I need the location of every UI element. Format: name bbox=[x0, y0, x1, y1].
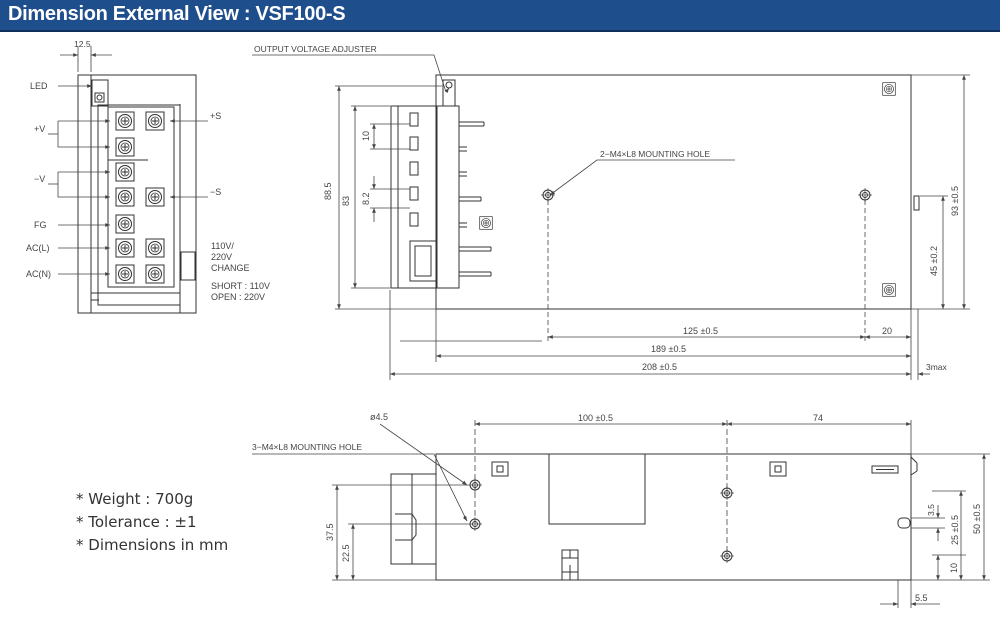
front-view-text: 12.5 LED +V −V FG AC(L) AC(N) +S −S 110V… bbox=[26, 39, 270, 302]
note-dimensions: * Dimensions in mm bbox=[76, 536, 229, 554]
dim-10: 10 bbox=[949, 563, 959, 573]
label-area bbox=[548, 453, 646, 525]
change-line-1: 110V/ bbox=[211, 241, 234, 251]
side-view bbox=[390, 74, 920, 310]
side-view-dims bbox=[252, 54, 970, 380]
screw-icon bbox=[115, 264, 135, 284]
screw-icon bbox=[145, 264, 165, 284]
label-minus-v: −V bbox=[34, 174, 45, 184]
side-view-holes bbox=[479, 82, 896, 297]
open-220v: OPEN : 220V bbox=[211, 292, 265, 302]
screw-icon bbox=[115, 162, 135, 182]
mounting-hole-icon bbox=[540, 187, 556, 203]
screw-icon bbox=[145, 111, 165, 131]
adjuster-housing bbox=[442, 79, 456, 107]
label-ac-l: AC(L) bbox=[26, 243, 50, 253]
dim-3-5: 3.5 bbox=[926, 504, 936, 516]
terminal-block-bottom bbox=[390, 473, 437, 565]
dim-189: 189 ±0.5 bbox=[651, 344, 686, 354]
change-line-3: CHANGE bbox=[211, 263, 250, 273]
side-view-text: OUTPUT VOLTAGE ADJUSTER 2−M4×L8 MOUNTING… bbox=[254, 44, 960, 372]
bottom-view-dims bbox=[252, 420, 990, 608]
page-title: Dimension External View : VSF100-S bbox=[8, 3, 346, 25]
spec-notes: * Weight : 700g * Tolerance : ±1 * Dimen… bbox=[76, 488, 228, 557]
bottom-view-outline bbox=[435, 453, 912, 581]
dim-93: 93 ±0.5 bbox=[950, 186, 960, 216]
bottom-view-text: ø4.5 3−M4×L8 MOUNTING HOLE 100 ±0.5 74 3… bbox=[252, 412, 982, 603]
dim-25: 25 ±0.5 bbox=[950, 515, 960, 545]
dim-22-5: 22.5 bbox=[341, 544, 351, 562]
note-weight: * Weight : 700g bbox=[76, 490, 194, 508]
screw-icon bbox=[115, 238, 135, 258]
screw-icon bbox=[115, 187, 135, 207]
dim-208: 208 ±0.5 bbox=[642, 362, 677, 372]
label-fg: FG bbox=[34, 220, 47, 230]
mounting-hole-label-2: 2−M4×L8 MOUNTING HOLE bbox=[600, 149, 710, 159]
screw-icon bbox=[882, 283, 896, 297]
dim-5-5: 5.5 bbox=[915, 593, 928, 603]
dim-83: 83 bbox=[341, 196, 351, 206]
bottom-view-holes bbox=[467, 477, 735, 564]
dim-37-5: 37.5 bbox=[325, 523, 335, 541]
screw-icon bbox=[145, 187, 165, 207]
label-led: LED bbox=[30, 81, 48, 91]
short-110v: SHORT : 110V bbox=[211, 281, 270, 291]
switch-block bbox=[409, 240, 437, 282]
output-adjuster-label: OUTPUT VOLTAGE ADJUSTER bbox=[254, 44, 377, 54]
label-plus-s: +S bbox=[210, 111, 221, 121]
dim-pitch-10: 10 bbox=[361, 131, 371, 141]
front-view bbox=[77, 74, 197, 314]
title-bar: Dimension External View : VSF100-S bbox=[0, 0, 1000, 32]
change-line-2: 220V bbox=[211, 252, 232, 262]
front-view-leaders bbox=[48, 46, 208, 276]
screw-icon bbox=[145, 238, 165, 258]
label-minus-s: −S bbox=[210, 187, 221, 197]
led-housing bbox=[91, 79, 109, 107]
bottom-view bbox=[390, 453, 918, 581]
dim-20: 20 bbox=[882, 326, 892, 336]
dim-88-5: 88.5 bbox=[323, 182, 333, 200]
mounting-hole-label-3: 3−M4×L8 MOUNTING HOLE bbox=[252, 442, 362, 452]
dim-45: 45 ±0.2 bbox=[929, 246, 939, 276]
label-plus-v: +V bbox=[34, 124, 45, 134]
dim-3max: 3max bbox=[926, 362, 948, 372]
dim-125: 125 ±0.5 bbox=[683, 326, 718, 336]
dim-pitch-8-2: 8.2 bbox=[361, 192, 371, 205]
dim-12-5: 12.5 bbox=[74, 39, 91, 49]
led-icon bbox=[94, 92, 105, 103]
screw-icon bbox=[115, 111, 135, 131]
label-ac-n: AC(N) bbox=[26, 269, 51, 279]
note-tolerance: * Tolerance : ±1 bbox=[76, 513, 197, 531]
screw-icon bbox=[882, 82, 896, 96]
change-jumper bbox=[180, 251, 196, 281]
terminal-screws bbox=[115, 111, 165, 284]
dim-50: 50 ±0.5 bbox=[972, 504, 982, 534]
screw-icon bbox=[115, 137, 135, 157]
front-view-outline bbox=[77, 74, 197, 314]
screw-icon bbox=[479, 216, 493, 230]
screw-icon bbox=[115, 214, 135, 234]
mounting-hole-icon bbox=[857, 187, 873, 203]
dim-hole-diameter: ø4.5 bbox=[370, 412, 388, 422]
adjuster-icon bbox=[445, 81, 453, 89]
dim-74: 74 bbox=[813, 413, 823, 423]
side-view-outline bbox=[435, 74, 912, 310]
dim-100: 100 ±0.5 bbox=[578, 413, 613, 423]
